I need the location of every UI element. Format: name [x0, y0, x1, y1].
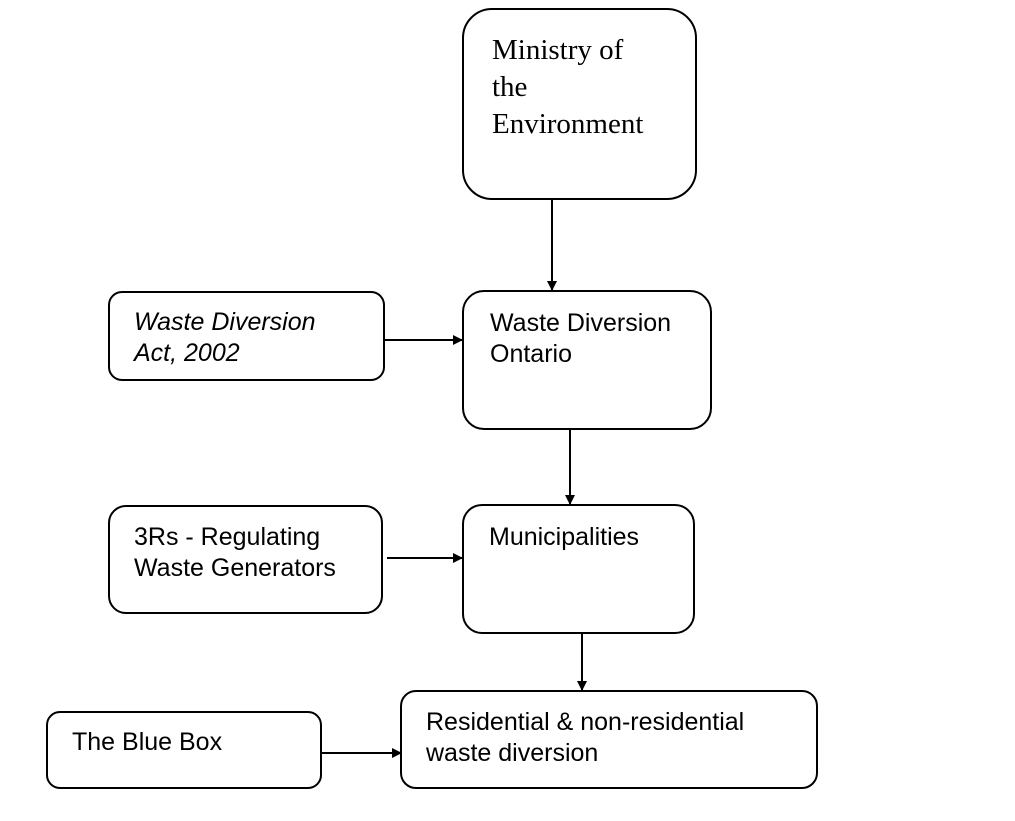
- node-act: Waste Diversion Act, 2002: [108, 291, 385, 381]
- node-wdo-line-2: Ontario: [490, 340, 572, 368]
- node-ministry-line-3: Environment: [492, 108, 644, 140]
- node-residential-line-2: waste diversion: [426, 739, 599, 767]
- node-municipalities-line-1: Municipalities: [489, 523, 640, 551]
- node-residential-line-1: Residential & non-residential: [426, 708, 745, 736]
- node-bluebox: The Blue Box: [46, 711, 322, 789]
- node-residential: Residential & non-residential waste dive…: [400, 690, 818, 789]
- node-3rs-line-2: Waste Generators: [134, 554, 336, 582]
- node-ministry-line-1: Ministry of: [492, 34, 624, 66]
- node-3rs-line-1: 3Rs - Regulating: [134, 523, 321, 551]
- node-act-line-1: Waste Diversion: [134, 308, 316, 336]
- node-ministry-line-2: the: [492, 71, 528, 103]
- node-wdo-line-1: Waste Diversion: [490, 309, 672, 337]
- node-bluebox-line-1: The Blue Box: [72, 728, 223, 756]
- node-act-line-2: Act, 2002: [134, 339, 240, 367]
- node-wdo: Waste Diversion Ontario: [462, 290, 712, 430]
- node-ministry: Ministry of the Environment: [462, 8, 697, 200]
- node-3rs: 3Rs - Regulating Waste Generators: [108, 505, 383, 614]
- node-municipalities: Municipalities: [462, 504, 695, 634]
